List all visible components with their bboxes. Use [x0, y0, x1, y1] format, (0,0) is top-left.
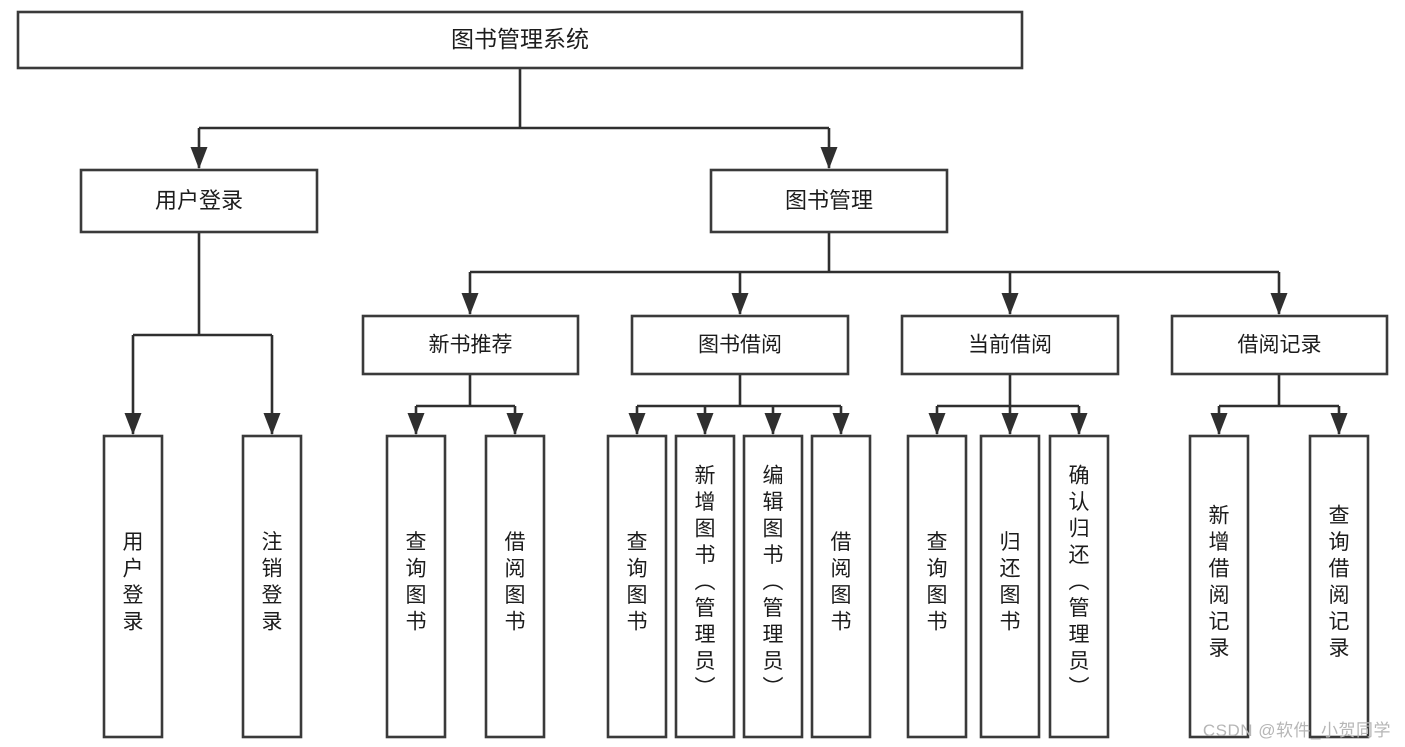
arrowhead-icon — [764, 413, 782, 435]
arrowhead-icon — [1210, 413, 1228, 435]
level1-node-0-label: 用户登录 — [155, 188, 243, 213]
arrowhead-icon — [1270, 293, 1288, 315]
leaf-node-5-label: 新增图书︵管理员︶ — [695, 465, 716, 700]
root-node-label: 图书管理系统 — [451, 26, 589, 52]
leaf-node-9-label: 归还图书 — [1000, 531, 1021, 634]
leaf-node-1-box[interactable] — [241, 434, 303, 739]
leaf-node-5-box[interactable] — [674, 434, 736, 739]
leaf-node-4-box[interactable] — [606, 434, 668, 739]
leaf-node-12-box[interactable] — [1308, 434, 1370, 739]
arrowhead-icon — [832, 413, 850, 435]
leaf-node-2-box[interactable] — [385, 434, 447, 739]
level2-node-2-box[interactable] — [900, 314, 1120, 376]
level1-node-0-box[interactable] — [79, 168, 319, 234]
arrowhead-icon — [928, 413, 946, 435]
level2-node-1-label: 图书借阅 — [698, 334, 782, 357]
level2-node-0-box[interactable] — [361, 314, 580, 376]
nodes-layer: 图书管理系统用户登录图书管理新书推荐图书借阅当前借阅借阅记录用户登录注销登录查询… — [16, 10, 1389, 739]
arrowhead-icon — [190, 147, 208, 169]
leaf-node-4-label: 查询图书 — [627, 531, 648, 634]
arrowhead-icon — [124, 413, 142, 435]
arrowhead-icon — [1070, 413, 1088, 435]
root-node-box[interactable] — [16, 10, 1024, 70]
leaf-node-6-label: 编辑图书︵管理员︶ — [763, 465, 784, 700]
arrowhead-icon — [263, 413, 281, 435]
level2-node-3-label: 借阅记录 — [1238, 334, 1322, 357]
leaf-node-2-label: 查询图书 — [406, 531, 427, 634]
leaf-node-10-box[interactable] — [1048, 434, 1110, 739]
arrowhead-icon — [731, 293, 749, 315]
arrowhead-icon — [1330, 413, 1348, 435]
leaf-node-11-box[interactable] — [1188, 434, 1250, 739]
arrowhead-icon — [628, 413, 646, 435]
arrowhead-icon — [696, 413, 714, 435]
leaf-node-7-box[interactable] — [810, 434, 872, 739]
arrowhead-icon — [820, 147, 838, 169]
arrowhead-icon — [1001, 293, 1019, 315]
leaf-node-7-label: 借阅图书 — [831, 531, 852, 634]
arrowhead-icon — [506, 413, 524, 435]
level2-node-0-label: 新书推荐 — [429, 334, 513, 357]
arrowhead-icon — [407, 413, 425, 435]
leaf-node-3-box[interactable] — [484, 434, 546, 739]
level2-node-1-box[interactable] — [630, 314, 850, 376]
edges-layer — [124, 68, 1348, 435]
leaf-node-12-label: 查询借阅记录 — [1329, 504, 1350, 660]
leaf-node-9-box[interactable] — [979, 434, 1041, 739]
leaf-node-8-box[interactable] — [906, 434, 968, 739]
leaf-node-1-label: 注销登录 — [262, 531, 283, 634]
arrowhead-icon — [1001, 413, 1019, 435]
level1-node-1-box[interactable] — [709, 168, 949, 234]
leaf-node-6-box[interactable] — [742, 434, 804, 739]
leaf-node-0-label: 用户登录 — [123, 531, 144, 634]
leaf-node-0-box[interactable] — [102, 434, 164, 739]
leaf-node-3-label: 借阅图书 — [505, 531, 526, 634]
level1-node-1-label: 图书管理 — [785, 188, 873, 213]
leaf-node-11-label: 新增借阅记录 — [1209, 504, 1230, 660]
level2-node-2-label: 当前借阅 — [968, 334, 1052, 357]
leaf-node-10-label: 确认归还︵管理员︶ — [1069, 465, 1090, 700]
arrowhead-icon — [461, 293, 479, 315]
leaf-node-8-label: 查询图书 — [927, 531, 948, 634]
level2-node-3-box[interactable] — [1170, 314, 1389, 376]
